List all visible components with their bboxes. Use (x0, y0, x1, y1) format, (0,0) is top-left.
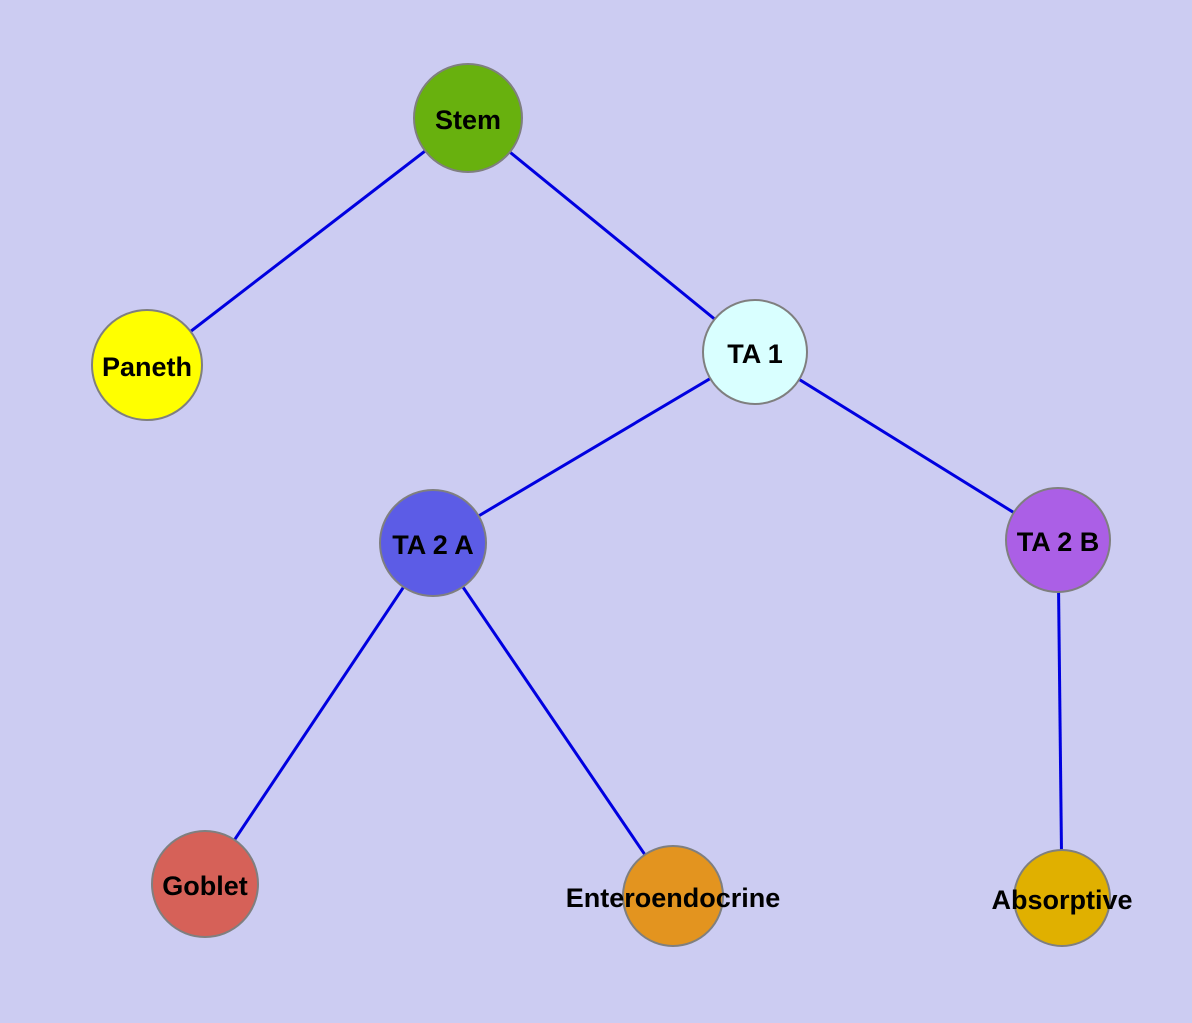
edge-ta2b-absorptive (1056, 539, 1064, 899)
node-goblet[interactable] (151, 830, 259, 938)
edges-layer (146, 116, 1064, 899)
edge-ta2a-enteroendocrine (431, 542, 675, 897)
node-label-absorptive: Absorptive (991, 885, 1132, 915)
node-ta1[interactable] (702, 299, 808, 405)
node-label-enteroendocrine: Enteroendocrine (566, 883, 781, 913)
node-label-ta1: TA 1 (727, 339, 783, 369)
edge-stem-paneth (146, 116, 469, 367)
edge-ta1-ta2b (754, 350, 1059, 542)
node-paneth[interactable] (91, 309, 203, 421)
node-label-paneth: Paneth (102, 352, 192, 382)
edge-stem-ta1 (467, 116, 756, 354)
node-enteroendocrine[interactable] (622, 845, 724, 947)
edge-ta1-ta2a (432, 350, 756, 545)
node-ta2b[interactable] (1005, 487, 1111, 593)
edge-ta2a-goblet (203, 542, 435, 885)
node-label-ta2a: TA 2 A (392, 530, 474, 560)
nodes-layer (91, 63, 1111, 947)
node-label-goblet: Goblet (162, 871, 248, 901)
node-stem[interactable] (413, 63, 523, 173)
node-label-ta2b: TA 2 B (1017, 527, 1100, 557)
node-ta2a[interactable] (379, 489, 487, 597)
node-label-stem: Stem (435, 105, 501, 135)
node-absorptive[interactable] (1013, 849, 1111, 947)
